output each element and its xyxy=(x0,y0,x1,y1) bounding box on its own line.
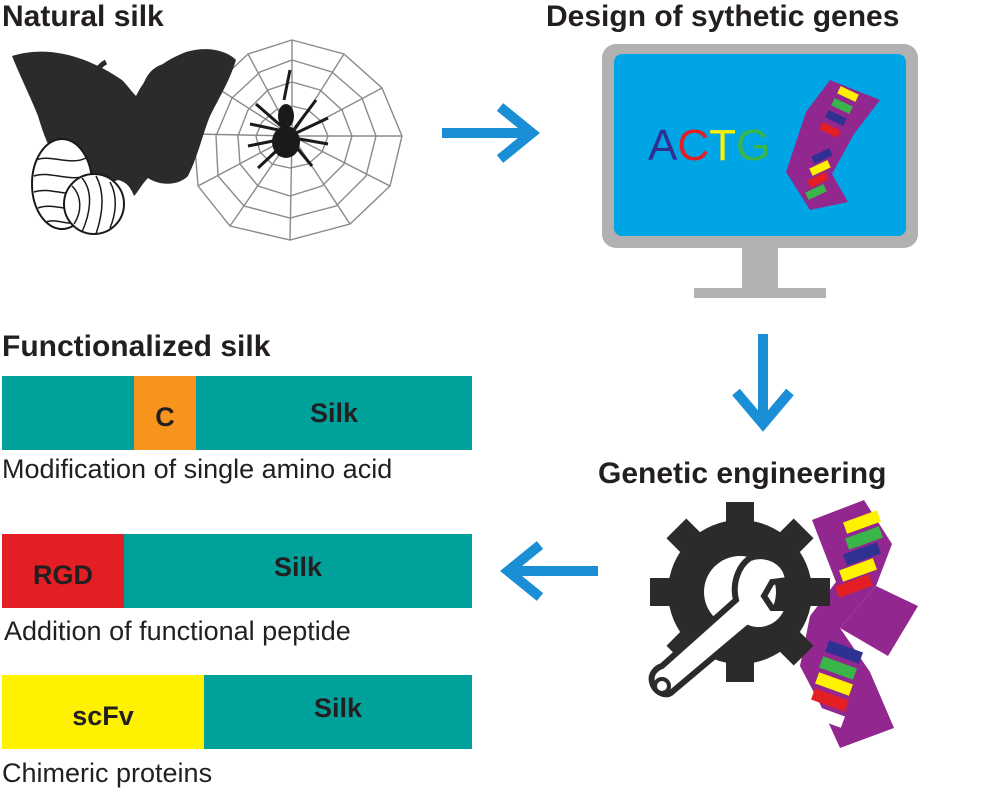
letter-c: C xyxy=(677,121,710,170)
arrow-down-icon xyxy=(732,334,794,432)
bar-segment-scfv: scFv xyxy=(2,675,204,749)
screen-text: ACTG xyxy=(648,124,770,168)
genetic-engineering-illustration xyxy=(648,500,918,748)
dna-icon xyxy=(800,500,918,748)
wrench-icon xyxy=(648,553,793,698)
bar-segment-rgd: RGD xyxy=(2,534,124,608)
caption-single-amino-acid: Modification of single amino acid xyxy=(2,454,393,484)
cocoon-icon xyxy=(31,138,125,235)
bar-segment-silk: Silk xyxy=(196,376,472,450)
heading-natural-silk: Natural silk xyxy=(2,0,164,33)
bar-single-amino-acid: C Silk xyxy=(2,376,472,450)
heading-design-genes: Design of sythetic genes xyxy=(546,0,900,33)
heading-functionalized-silk: Functionalized silk xyxy=(2,330,271,363)
bar-segment-silk-lead xyxy=(2,376,134,450)
bar-functional-peptide: RGD Silk xyxy=(2,534,472,608)
bar-segment-silk: Silk xyxy=(204,675,472,749)
arrow-right-icon xyxy=(442,103,540,163)
bar-segment-silk: Silk xyxy=(124,534,472,608)
monitor-icon xyxy=(602,44,918,298)
caption-chimeric-proteins: Chimeric proteins xyxy=(2,758,213,788)
natural-silk-illustration xyxy=(12,39,403,241)
letter-a: A xyxy=(648,121,678,170)
heading-genetic-engineering: Genetic engineering xyxy=(598,457,887,490)
dna-icon xyxy=(786,80,880,210)
letter-t: T xyxy=(709,121,737,170)
bar-chimeric-proteins: scFv Silk xyxy=(2,675,472,749)
arrow-left-icon xyxy=(500,541,598,601)
spider-icon xyxy=(247,69,329,170)
bar-segment-cysteine: C xyxy=(134,376,196,450)
letter-g: G xyxy=(736,121,771,170)
caption-functional-peptide: Addition of functional peptide xyxy=(4,616,351,646)
